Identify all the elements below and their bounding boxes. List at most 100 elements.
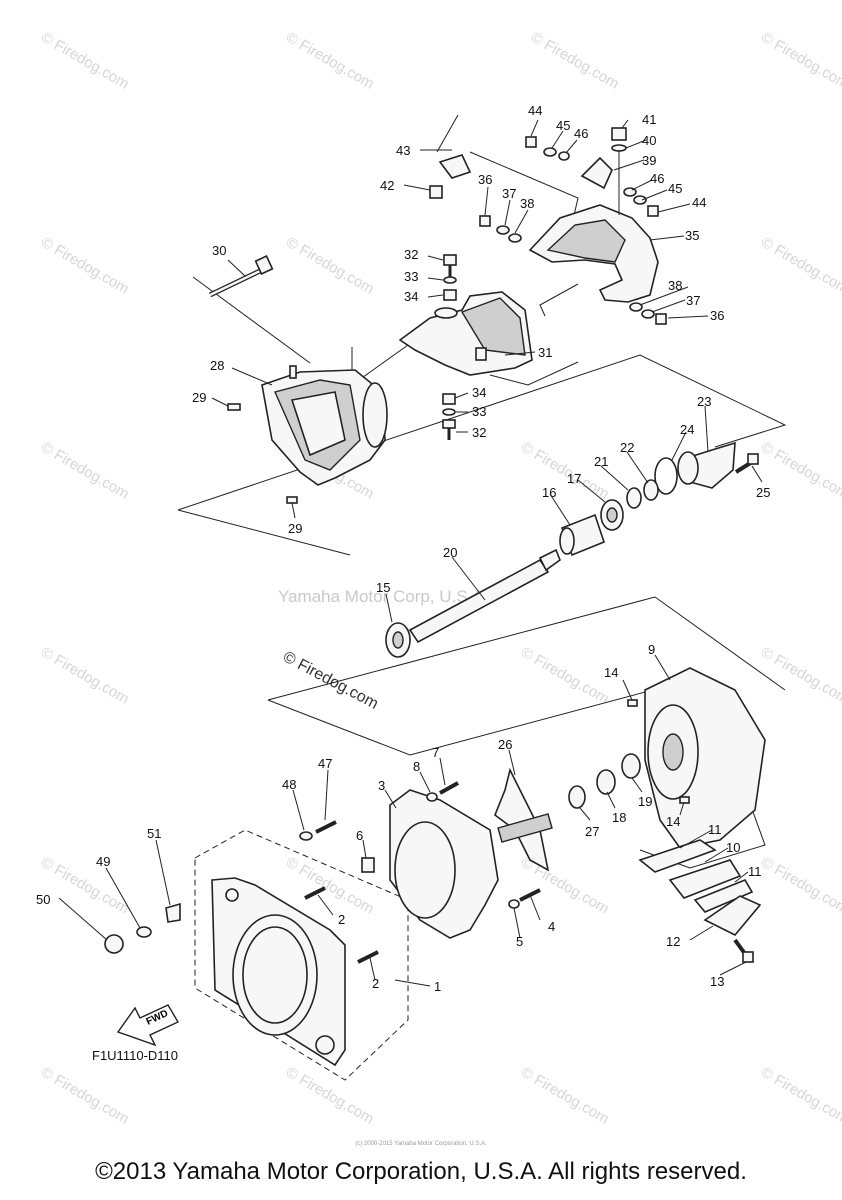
part-17-bearing — [600, 499, 624, 531]
upper-frame — [177, 354, 787, 511]
callout-label: 49 — [96, 854, 110, 869]
part-26-impeller — [494, 767, 553, 872]
watermark-tile: © Firedog.com — [38, 644, 132, 708]
top-frame — [192, 276, 311, 364]
watermark-tile: © Firedog.com — [528, 29, 622, 93]
callout-label: 46 — [574, 126, 588, 141]
watermark-tile: © Firedog.com — [518, 644, 612, 708]
part-42-43-bracket — [429, 154, 472, 199]
part-23-cone — [677, 441, 736, 489]
watermark-tile: © Firedog.com — [518, 1064, 612, 1128]
callout-label: 44 — [692, 195, 706, 210]
callout-label: 27 — [585, 824, 599, 839]
deflector-frame — [539, 283, 579, 317]
callout-label: 29 — [192, 390, 206, 405]
callout-label: 11 — [748, 864, 762, 879]
part-2-bolts — [304, 886, 379, 964]
callout-label: 39 — [642, 153, 656, 168]
callout-label: 45 — [668, 181, 682, 196]
callout-label: 38 — [668, 278, 682, 293]
callout-label: 51 — [147, 826, 161, 841]
middle-frame — [267, 596, 786, 701]
part-24-oring — [654, 457, 678, 495]
watermark-tile: © Firedog.com — [758, 854, 842, 918]
part-30-bolt — [208, 255, 274, 298]
part-7-8-bolt — [426, 781, 459, 802]
watermark-tile: © Firedog.com — [758, 439, 842, 503]
fwd-arrow-icon: FWD — [116, 1004, 179, 1047]
callout-label: 13 — [710, 974, 724, 989]
callout-label: 2 — [338, 912, 345, 927]
watermark-tile: © Firedog.com — [38, 854, 132, 918]
part-36-38-bottom-small — [629, 302, 667, 325]
callout-label: 20 — [443, 545, 457, 560]
shell-frame — [489, 361, 579, 386]
part-4-5-bolt — [508, 888, 541, 909]
cap-frame — [469, 151, 579, 225]
callout-label: 28 — [210, 358, 224, 373]
watermark-tile: © Firedog.com — [758, 644, 842, 708]
callout-label: 34 — [472, 385, 486, 400]
upper-frame-left — [177, 509, 351, 556]
part-6-sleeve — [361, 857, 375, 873]
callout-label: 15 — [376, 580, 390, 595]
callout-label: 17 — [567, 471, 581, 486]
callout-label: 24 — [680, 422, 694, 437]
watermark-tile: © Firedog.com — [283, 29, 377, 93]
part-20-shaft — [408, 548, 561, 644]
copyright-notice: ©2013 Yamaha Motor Corporation, U.S.A. A… — [95, 1158, 747, 1185]
callout-label: 11 — [708, 822, 722, 837]
watermark-tile: © Firedog.com — [758, 1064, 842, 1128]
callout-label: 26 — [498, 737, 512, 752]
part-12-grate — [703, 895, 762, 936]
callout-label: 32 — [472, 425, 486, 440]
part-47-48-bolt — [299, 820, 337, 841]
callout-label: 50 — [36, 892, 50, 907]
watermark-tile: © Firedog.com — [38, 234, 132, 298]
callout-label: 16 — [542, 485, 556, 500]
callout-label: 41 — [642, 112, 656, 127]
part-31-nozzle — [398, 291, 533, 376]
callout-label: 5 — [516, 934, 523, 949]
callout-label: 36 — [710, 308, 724, 323]
watermark-tile: © Firedog.com — [758, 234, 842, 298]
diagram-code: F1U1110-D110 — [92, 1048, 178, 1063]
callout-label: 3 — [378, 778, 385, 793]
part-13-bolt — [733, 938, 754, 963]
callout-label: 40 — [642, 133, 656, 148]
callout-label: 14 — [604, 665, 618, 680]
callout-label: 2 — [372, 976, 379, 991]
callout-label: 19 — [638, 794, 652, 809]
middle-frame-low — [267, 679, 691, 756]
tiny-note: (c) 2000-2015 Yamaha Motor Corporation, … — [355, 1141, 487, 1147]
callout-label: 12 — [666, 934, 680, 949]
callout-label: 31 — [538, 345, 552, 360]
callout-labels: 44 45 46 43 42 36 37 38 41 40 39 46 45 4… — [36, 103, 770, 994]
callout-label: 33 — [472, 404, 486, 419]
callout-label: 43 — [396, 143, 410, 158]
watermark-tile: © Firedog.com — [38, 1064, 132, 1128]
callout-label: 48 — [282, 777, 296, 792]
part-14-pins — [627, 699, 690, 804]
callout-label: 25 — [756, 485, 770, 500]
part-28-housing — [261, 365, 388, 486]
watermark-tile: © Firedog.com — [283, 1064, 377, 1128]
callout-label: 18 — [612, 810, 626, 825]
part-10-11-plates — [638, 839, 754, 913]
callout-label: 46 — [650, 171, 664, 186]
callout-label: 42 — [380, 178, 394, 193]
part-9-housing — [644, 667, 766, 849]
watermark-tile: © Firedog.com — [758, 29, 842, 93]
callout-label: 45 — [556, 118, 570, 133]
part-35-deflector — [528, 204, 659, 303]
callout-label: 37 — [686, 293, 700, 308]
watermark-tile: © Firedog.com — [38, 439, 132, 503]
callout-label: 4 — [548, 919, 555, 934]
callout-label: 44 — [528, 103, 542, 118]
watermark-tile: © Firedog.com — [38, 29, 132, 93]
callout-label: 21 — [594, 454, 608, 469]
part-25-bolt — [734, 453, 759, 474]
part-21-22-seals — [626, 479, 659, 509]
watermark-tile: © Firedog.com — [518, 854, 612, 918]
